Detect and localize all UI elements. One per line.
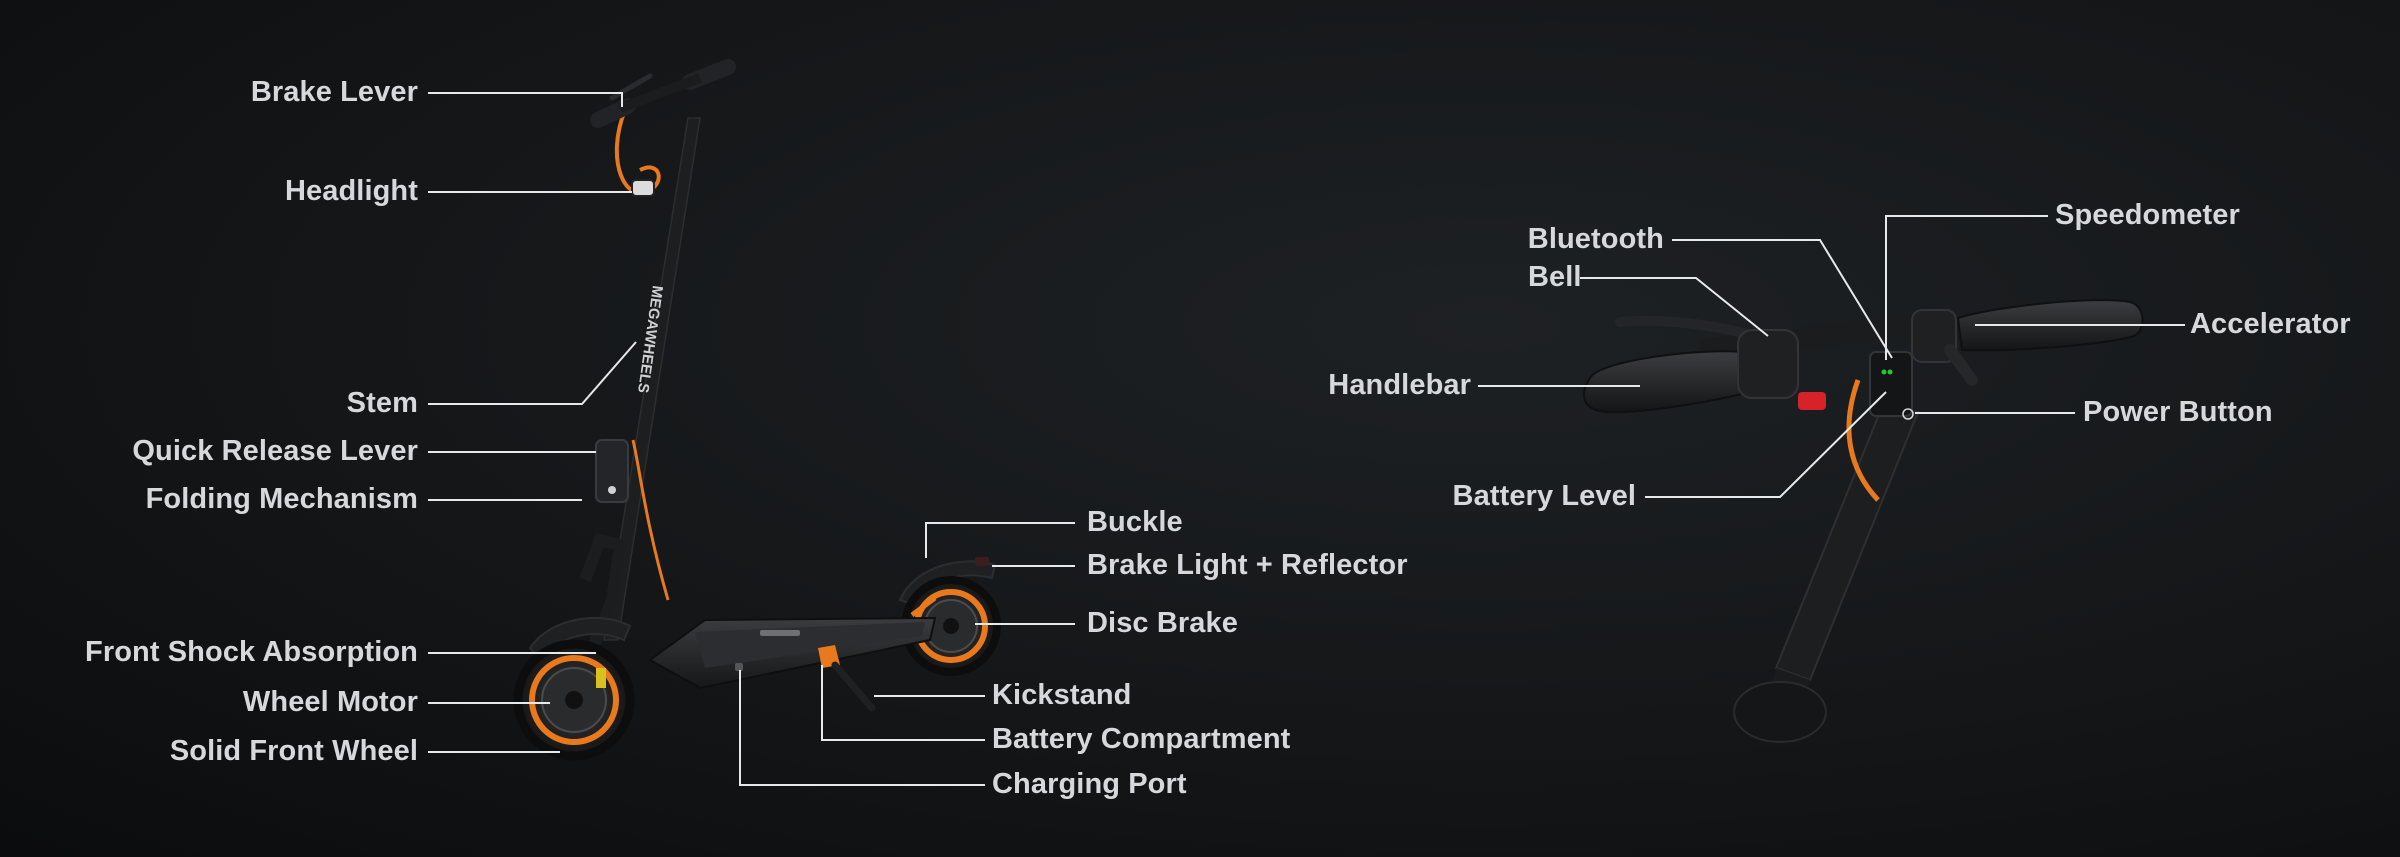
label-power-button: Power Button	[2083, 396, 2273, 428]
charging-port	[735, 663, 743, 671]
closeup-battery-leds	[1881, 369, 1887, 375]
label-handlebar: Handlebar	[1328, 369, 1471, 401]
closeup-control-pod	[1737, 329, 1799, 399]
label-brake-light-reflector: Brake Light + Reflector	[1087, 549, 1408, 581]
brake-light	[975, 557, 989, 566]
label-accelerator: Accelerator	[2190, 308, 2351, 340]
headlight	[631, 179, 655, 197]
leader-charging-port	[739, 670, 985, 786]
label-wheel-motor: Wheel Motor	[242, 686, 418, 718]
closeup-stem	[1774, 411, 1920, 682]
label-solid-front-wheel: Solid Front Wheel	[169, 735, 418, 767]
leader-battery-compartment	[821, 665, 985, 741]
closeup-left-grip	[1583, 350, 1752, 414]
label-folding-mechanism: Folding Mechanism	[145, 483, 418, 515]
leader-bell	[1580, 277, 1769, 337]
label-speedometer: Speedometer	[2055, 199, 2240, 231]
front-wheel	[513, 639, 635, 761]
orange-cable-lower	[631, 439, 670, 601]
deck-logo	[760, 630, 800, 636]
label-brake-lever: Brake Lever	[250, 76, 418, 108]
label-stem: Stem	[346, 387, 418, 419]
label-battery-compartment: Battery Compartment	[992, 723, 1291, 755]
label-headlight: Headlight	[284, 175, 418, 207]
left-leader-lines	[428, 92, 1075, 786]
label-kickstand: Kickstand	[992, 679, 1132, 711]
label-front-shock-absorption: Front Shock Absorption	[85, 636, 418, 668]
leader-battery-level	[1645, 391, 1887, 498]
folding-mechanism	[595, 439, 629, 503]
right-handlebar-closeup: ﾠ	[1583, 299, 2144, 743]
closeup-orange-cable	[1846, 379, 1880, 502]
handlebar-bar	[618, 73, 702, 113]
label-charging-port: Charging Port	[992, 768, 1187, 800]
label-battery-level: Battery Level	[1452, 480, 1636, 512]
stem	[603, 117, 701, 641]
right-leader-lines	[1478, 215, 2185, 498]
label-bell: Bell	[1528, 261, 1582, 293]
closeup-brake-lever	[1615, 315, 1765, 343]
closeup-stem-logo: ﾠ	[1782, 570, 1808, 594]
closeup-base	[1733, 681, 1827, 743]
deck-grip-tape	[695, 622, 925, 668]
label-buckle: Buckle	[1087, 506, 1183, 538]
closeup-display	[1869, 351, 1913, 417]
leader-bluetooth	[1672, 239, 1893, 359]
leader-speedometer	[1885, 215, 2048, 360]
leader-buckle	[925, 522, 1075, 558]
brake-lever-arm	[609, 73, 653, 101]
left-scooter: MEGAWHEELS	[513, 59, 1001, 761]
leader-brake-lever	[428, 92, 623, 107]
closeup-red-button	[1798, 392, 1826, 410]
leader-stem	[428, 341, 637, 405]
closeup-throttle-paddle	[1944, 344, 1978, 386]
label-bluetooth: Bluetooth	[1527, 223, 1664, 255]
rear-strut	[910, 595, 937, 618]
label-quick-release-lever: Quick Release Lever	[132, 435, 418, 467]
label-disc-brake: Disc Brake	[1087, 607, 1238, 639]
closeup-power-icon	[1902, 408, 1914, 420]
kickstand	[831, 661, 876, 712]
